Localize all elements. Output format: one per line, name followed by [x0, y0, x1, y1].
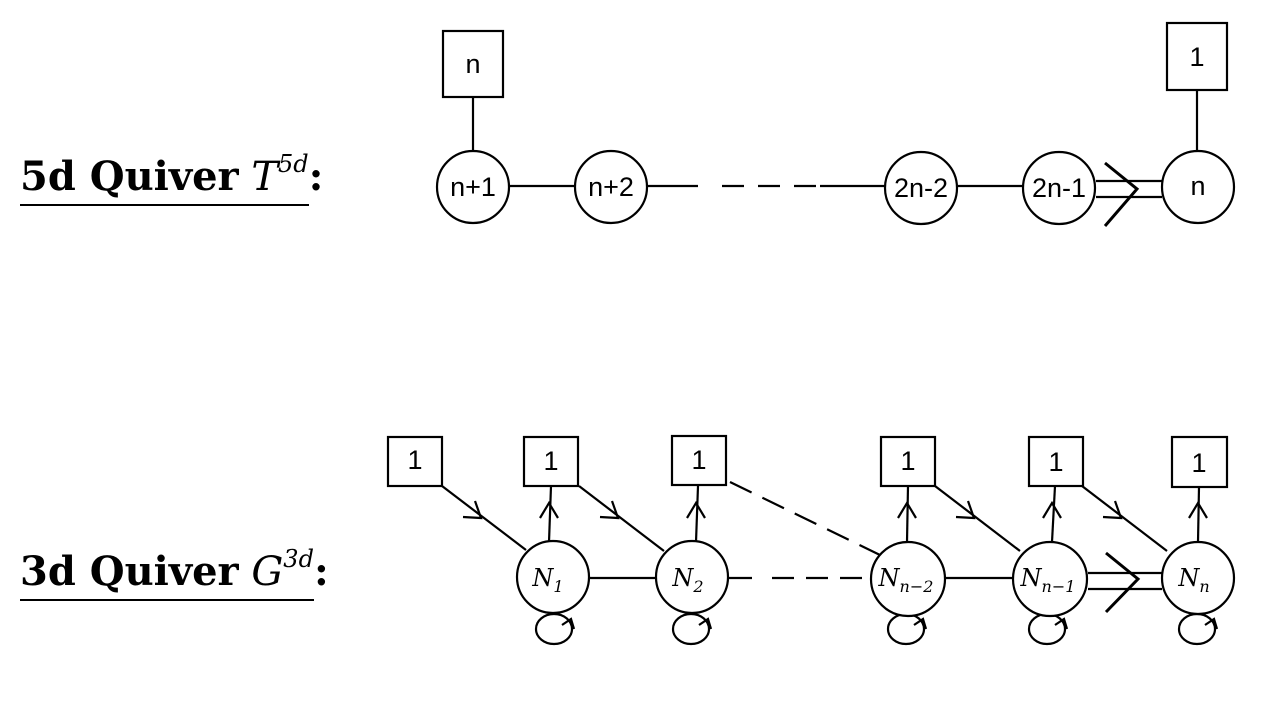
title-5d-sup: 5d — [278, 150, 309, 178]
flavor-node-3d-5 — [1027, 435, 1085, 488]
gauge-node-5d-5 — [1160, 149, 1236, 225]
quiver-5d: n 1 n+1 n+2 2n-2 2n-1 n — [435, 21, 1236, 227]
edge-3d-vert-4 — [1050, 485, 1057, 543]
gauge-label-5d-1: n+1 — [450, 172, 496, 202]
gauge-label-5d-5: n — [1190, 171, 1205, 201]
quiver-3d: 1 1 1 1 1 1 N1 N2 Nn−2 Nn−1 Nn — [386, 434, 1236, 646]
gauge-node-3d-5 — [1160, 540, 1236, 616]
title-3d-sup: 3d — [283, 545, 314, 573]
gauge-node-3d-4 — [1011, 540, 1089, 618]
arrow-3d-diag-4 — [1102, 500, 1123, 520]
gauge-label-3d-4: Nn−1 — [1020, 564, 1076, 596]
flavor-node-3d-2 — [522, 435, 580, 488]
arrow-3d-vert-5 — [1188, 500, 1208, 519]
flavor-node-3d-4 — [879, 435, 937, 488]
gauge-label-3d-5: Nn — [1177, 564, 1209, 596]
self-loop-3d-3 — [886, 612, 928, 646]
arrow-3d-vert-2 — [686, 500, 706, 519]
edge-3d-diag-4 — [1081, 485, 1168, 552]
edge-5d-double-arrowhead — [1103, 161, 1140, 227]
gauge-label-3d-3: Nn−2 — [878, 564, 934, 596]
gauge-label-5d-3: 2n-2 — [894, 173, 948, 203]
edge-3d-double-arrowhead — [1104, 551, 1141, 614]
arrow-3d-diag-3 — [955, 500, 976, 520]
edge-3d-diag-2 — [578, 485, 665, 552]
gauge-node-3d-2 — [654, 539, 730, 615]
arrow-3d-diag-1 — [462, 500, 483, 520]
self-loop-3d-1 — [534, 612, 576, 646]
title-3d-symbol: G — [251, 549, 284, 595]
flavor-node-3d-1 — [386, 435, 444, 488]
flavor-label-3d-1: 1 — [407, 445, 422, 475]
gauge-node-5d-3 — [883, 150, 959, 226]
gauge-node-5d-2 — [573, 149, 649, 225]
gauge-label-3d-1: N1 — [531, 564, 563, 596]
title-5d-quiver: 5d Quiver T5d: — [20, 150, 323, 206]
edge-3d-diag-dashed — [729, 481, 881, 556]
arrow-3d-vert-3 — [897, 500, 917, 519]
self-loop-3d-2 — [671, 612, 713, 646]
title-5d-symbol: T — [251, 154, 279, 200]
flavor-label-5d-2: 1 — [1189, 42, 1204, 72]
flavor-node-3d-6 — [1170, 435, 1229, 489]
flavor-node-5d-2 — [1165, 21, 1229, 92]
flavor-label-3d-3: 1 — [691, 445, 706, 475]
flavor-node-3d-3 — [670, 434, 728, 487]
flavor-label-3d-6: 1 — [1191, 448, 1206, 478]
edge-3d-vert-3 — [905, 485, 910, 543]
self-loop-3d-4 — [1027, 612, 1069, 646]
edge-3d-vert-2 — [694, 485, 700, 543]
gauge-node-5d-4 — [1021, 150, 1097, 226]
gauge-label-5d-2: n+2 — [588, 172, 634, 202]
arrow-3d-vert-4 — [1042, 500, 1062, 519]
gauge-node-3d-3 — [869, 540, 947, 618]
flavor-label-3d-4: 1 — [900, 446, 915, 476]
flavor-label-5d-1: n — [465, 49, 480, 79]
title-5d-text: 5d Quiver — [20, 153, 239, 200]
title-3d-colon: : — [313, 548, 329, 595]
title-3d-text: 3d Quiver — [20, 548, 239, 595]
gauge-label-3d-2: N2 — [671, 564, 703, 596]
flavor-node-5d-1 — [441, 29, 505, 99]
gauge-node-3d-1 — [515, 539, 591, 615]
arrow-3d-vert-1 — [539, 500, 559, 519]
edge-3d-diag-3 — [934, 485, 1021, 552]
title-3d-quiver: 3d Quiver G3d: — [20, 545, 329, 601]
edge-3d-vert-1 — [547, 485, 553, 543]
edge-3d-vert-5 — [1196, 486, 1201, 543]
gauge-label-5d-4: 2n-1 — [1032, 173, 1086, 203]
self-loop-3d-5 — [1177, 612, 1219, 646]
flavor-label-3d-2: 1 — [543, 446, 558, 476]
title-5d-colon: : — [308, 153, 324, 200]
gauge-node-5d-1 — [435, 149, 511, 225]
flavor-label-3d-5: 1 — [1048, 447, 1063, 477]
arrow-3d-diag-2 — [599, 500, 620, 520]
edge-3d-diag-1 — [441, 485, 527, 551]
